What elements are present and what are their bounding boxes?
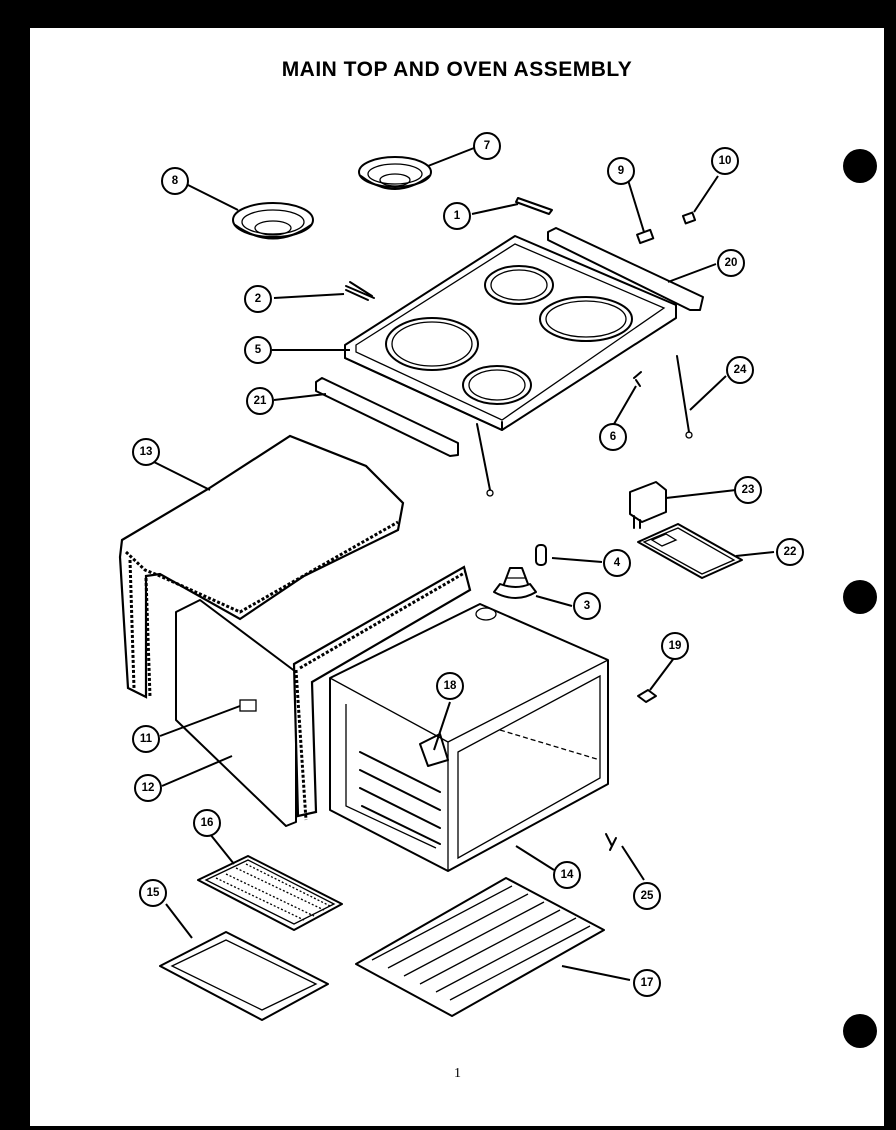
callout-19: 19 (661, 632, 689, 660)
callout-11: 11 (132, 725, 160, 753)
broiler-insert-16 (197, 855, 343, 931)
exploded-parts-diagram: 1 2 3 4 5 6 7 8 9 10 11 12 13 14 15 16 1… (118, 132, 804, 1021)
callout-24: 24 (726, 356, 754, 384)
callout-22: 22 (776, 538, 804, 566)
callout-21: 21 (246, 387, 274, 415)
svg-text:9: 9 (618, 165, 624, 177)
callout-15: 15 (139, 879, 167, 907)
callout-8: 8 (161, 167, 189, 195)
oven-rack-17 (355, 877, 605, 1017)
callout-12: 12 (134, 774, 162, 802)
broiler-pan-15 (159, 931, 329, 1021)
binder-hole-top (843, 149, 877, 183)
part-6-clip (633, 371, 642, 387)
callout-9: 9 (607, 157, 635, 185)
oven-liner-14 (329, 603, 609, 872)
part-2-spring (345, 281, 375, 301)
callout-4: 4 (603, 549, 631, 577)
svg-text:19: 19 (669, 640, 682, 652)
trim-strip-21 (315, 377, 459, 457)
page-number: 1 (454, 1066, 461, 1081)
binder-hole-bottom (843, 1014, 877, 1048)
svg-text:16: 16 (201, 817, 214, 829)
svg-text:25: 25 (641, 890, 654, 902)
svg-text:4: 4 (614, 557, 621, 569)
svg-text:14: 14 (561, 869, 574, 881)
drip-bowl-7 (358, 156, 432, 190)
svg-text:18: 18 (444, 680, 457, 692)
binder-hole-middle (843, 580, 877, 614)
part-25-clip (605, 833, 617, 851)
callout-6: 6 (599, 423, 627, 451)
svg-text:21: 21 (254, 395, 267, 407)
callout-3: 3 (573, 592, 601, 620)
rod-center (476, 423, 491, 491)
svg-text:20: 20 (725, 257, 738, 269)
part-10-clip (681, 211, 697, 225)
svg-text:7: 7 (484, 140, 490, 152)
trim-strip-20 (547, 227, 704, 311)
svg-text:1: 1 (454, 210, 461, 222)
svg-text:3: 3 (584, 600, 590, 612)
svg-text:8: 8 (172, 175, 179, 187)
main-top-5 (344, 235, 677, 431)
callout-17: 17 (633, 969, 661, 997)
svg-text:24: 24 (734, 364, 747, 376)
svg-text:12: 12 (142, 782, 155, 794)
callout-2: 2 (244, 285, 272, 313)
part-1-clip (515, 197, 553, 215)
callout-5: 5 (244, 336, 272, 364)
svg-text:2: 2 (255, 293, 261, 305)
rod-24 (676, 355, 690, 433)
callout-23: 23 (734, 476, 762, 504)
svg-text:11: 11 (140, 733, 153, 745)
callout-1: 1 (443, 202, 471, 230)
svg-text:6: 6 (610, 431, 616, 443)
callout-16: 16 (193, 809, 221, 837)
callout-20: 20 (717, 249, 745, 277)
svg-text:23: 23 (742, 484, 755, 496)
part-9-bracket (636, 228, 655, 245)
callout-13: 13 (132, 438, 160, 466)
oven-wrap-12 (175, 565, 472, 827)
callout-7: 7 (473, 132, 501, 160)
part-4-tube (535, 544, 547, 566)
svg-text:5: 5 (255, 344, 262, 356)
leader-lines (153, 147, 775, 981)
svg-text:10: 10 (719, 155, 732, 167)
drip-bowl-8 (232, 202, 314, 240)
svg-text:13: 13 (140, 446, 153, 458)
svg-text:15: 15 (147, 887, 160, 899)
svg-text:17: 17 (641, 977, 654, 989)
part-22-tray (637, 523, 743, 579)
callout-10: 10 (711, 147, 739, 175)
page-title: MAIN TOP AND OVEN ASSEMBLY (281, 58, 633, 81)
part-23-bracket (629, 481, 667, 529)
svg-text:22: 22 (784, 546, 797, 558)
callout-25: 25 (633, 882, 661, 910)
callout-14: 14 (553, 861, 581, 889)
part-19-clip (637, 689, 657, 703)
callout-18: 18 (436, 672, 464, 700)
document-page: MAIN TOP AND OVEN ASSEMBLY (30, 28, 884, 1126)
part-3-seal (493, 567, 537, 599)
insulation-13 (118, 434, 405, 699)
